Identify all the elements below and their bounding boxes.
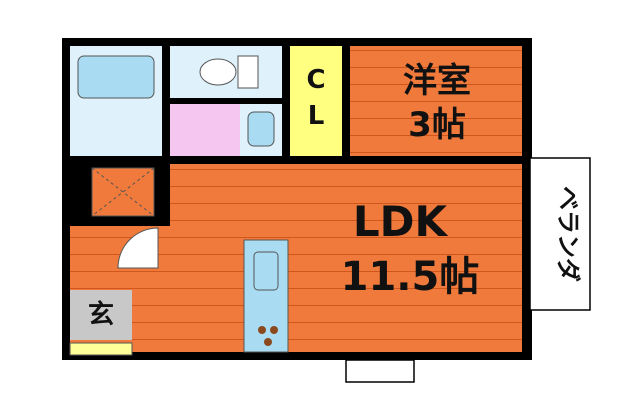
shoe-box bbox=[69, 342, 133, 356]
balcony-label: ベランダ bbox=[554, 186, 582, 282]
toilet-tank-icon bbox=[237, 55, 259, 89]
balcony bbox=[529, 157, 591, 311]
closet-label-c: C bbox=[306, 65, 325, 95]
washbasin-icon bbox=[247, 111, 275, 147]
closet-label-l: L bbox=[308, 101, 325, 131]
bathtub-icon bbox=[77, 55, 155, 99]
sink-icon bbox=[253, 251, 279, 291]
ldk-room bbox=[170, 164, 522, 352]
entrance bbox=[70, 290, 132, 340]
stove-burner-icon bbox=[264, 338, 272, 346]
ldk-name: LDK bbox=[353, 197, 449, 246]
closet bbox=[290, 46, 342, 156]
entrance-label: 玄 bbox=[88, 299, 114, 330]
toilet-icon bbox=[199, 58, 237, 86]
bedroom bbox=[350, 46, 522, 156]
ldk-size: 11.5帖 bbox=[341, 254, 480, 300]
hallway-door-icon bbox=[117, 227, 159, 269]
bedroom-name: 洋室 bbox=[403, 61, 471, 101]
stove-burner-icon bbox=[270, 326, 278, 334]
window-bottom bbox=[345, 359, 415, 383]
stove-burner-icon bbox=[258, 326, 266, 334]
bedroom-size: 3帖 bbox=[408, 105, 466, 145]
